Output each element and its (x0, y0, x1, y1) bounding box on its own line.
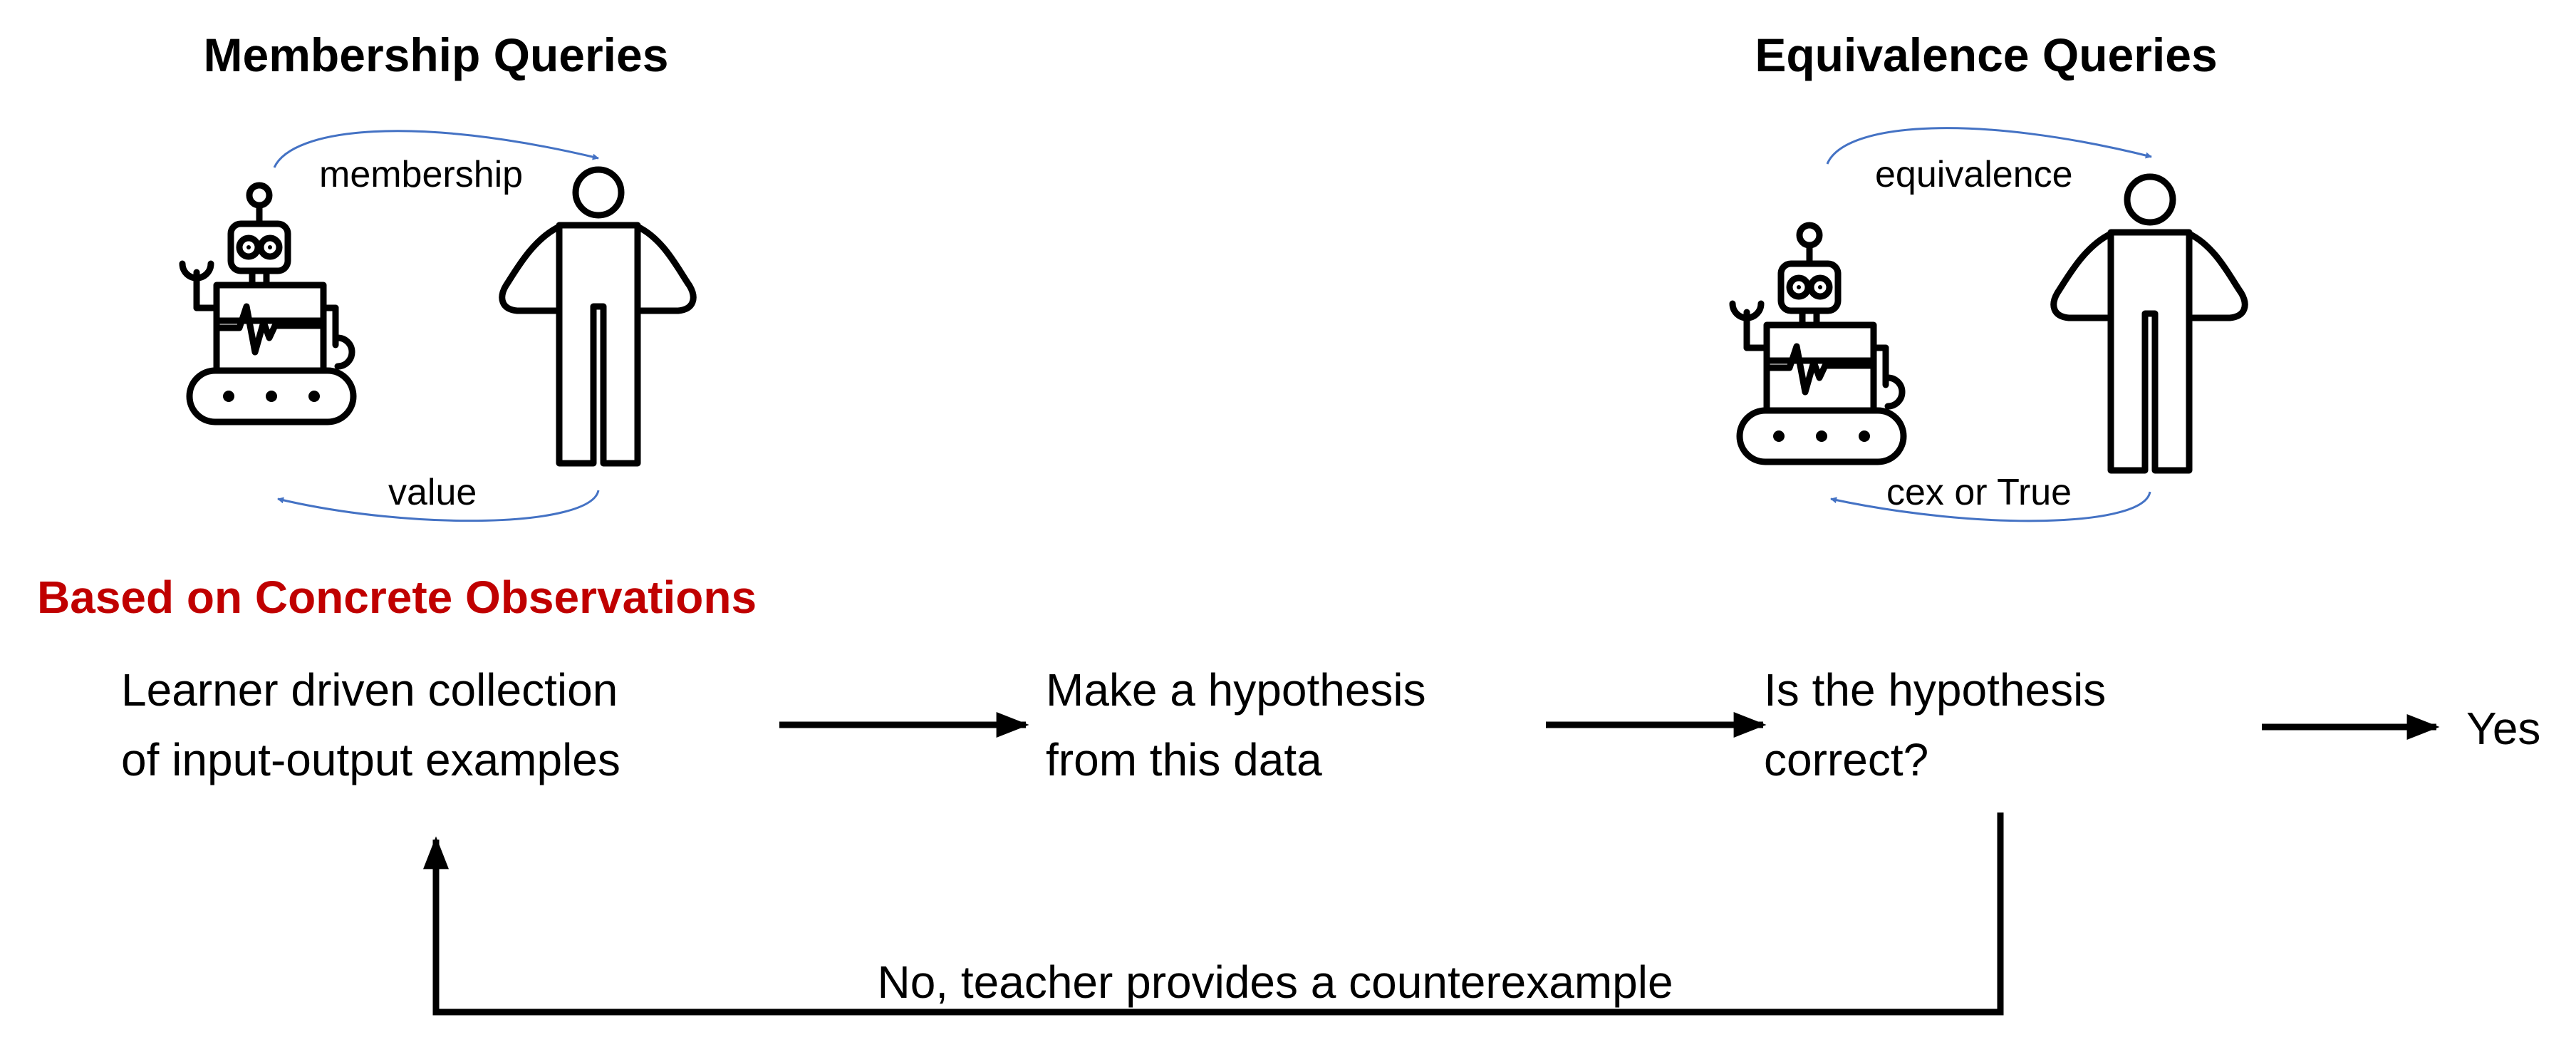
equivalence-arrow-label: equivalence (1875, 154, 2073, 195)
no-counterexample-label: No, teacher provides a counterexample (877, 956, 1673, 1008)
feedback-loop-arrow (423, 813, 2004, 1016)
cex-or-true-response-arrow (1830, 491, 2151, 522)
robot-icon (182, 185, 353, 422)
robot-icon (1733, 225, 1904, 462)
cex-arrow-label: cex or True (1886, 472, 2072, 513)
step1-line1: Learner driven collection (121, 664, 618, 716)
membership-queries-title: Membership Queries (204, 29, 669, 81)
step3-line1: Is the hypothesis (1764, 664, 2106, 716)
step1-line2: of input-output examples (121, 734, 620, 785)
yes-label: Yes (2466, 703, 2540, 754)
step2-line2: from this data (1046, 734, 1322, 785)
equivalence-query-arrow (1826, 127, 2152, 165)
section-heading: Based on Concrete Observations (37, 572, 757, 623)
step3-line2: correct? (1764, 734, 1928, 785)
membership-query-arrow (273, 130, 599, 168)
value-response-arrow (277, 490, 600, 522)
person-icon (502, 170, 693, 463)
person-icon (2054, 177, 2245, 470)
membership-arrow-label: membership (319, 154, 523, 195)
step2-line1: Make a hypothesis (1046, 664, 1426, 716)
value-arrow-label: value (388, 472, 477, 513)
equivalence-queries-title: Equivalence Queries (1755, 29, 2217, 81)
